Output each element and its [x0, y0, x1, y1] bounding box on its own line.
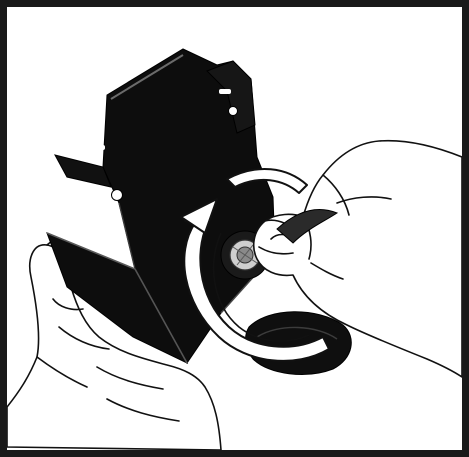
assembly-illustration — [7, 7, 462, 450]
